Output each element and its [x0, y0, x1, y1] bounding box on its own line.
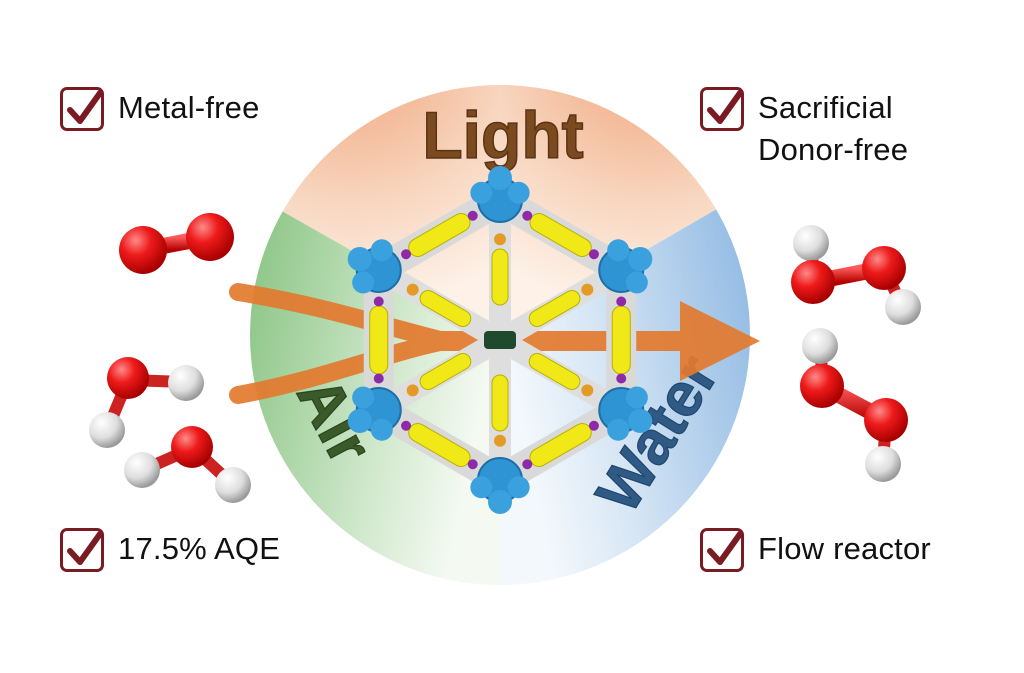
framework-atom: [373, 373, 384, 384]
framework-node-lobe: [470, 181, 493, 204]
check-label-line1: Sacrificial: [758, 90, 893, 125]
check-item-donor-free: Sacrificial Donor-free: [700, 87, 908, 171]
h2o-molecule-icon: [124, 426, 251, 503]
framework-atom: [406, 283, 419, 296]
framework-linker: [528, 353, 581, 390]
check-item-flow-reactor: Flow reactor: [700, 528, 931, 572]
framework-node-lobe: [488, 166, 512, 190]
framework-atom: [401, 249, 412, 260]
framework-atom: [588, 420, 599, 431]
h2o2-molecule-icon: [800, 328, 908, 482]
framework-atom: [373, 296, 384, 307]
framework-atom: [581, 384, 594, 397]
framework-node-lobe: [628, 409, 653, 433]
framework-linker: [419, 353, 472, 390]
framework-node-lobe: [370, 418, 393, 441]
framework-node-lobe: [507, 181, 530, 204]
cof-framework-icon: [347, 166, 653, 514]
checkbox-checked-icon: [700, 87, 744, 131]
framework-atom: [581, 283, 594, 296]
framework-linker: [491, 374, 509, 432]
framework-linker: [528, 290, 581, 327]
check-item-aqe: 17.5% AQE: [60, 528, 280, 572]
framework-node-lobe: [370, 239, 393, 262]
framework-atom: [406, 384, 419, 397]
framework-atom: [467, 210, 478, 221]
framework-atom: [494, 233, 506, 246]
lower-incoming-arrow: [229, 333, 449, 404]
framework-atom: [522, 459, 533, 470]
framework-node-lobe: [347, 247, 372, 271]
check-label: Metal-free: [118, 90, 260, 125]
framework-node-lobe: [507, 476, 530, 499]
checkbox-checked-icon: [60, 87, 104, 131]
light-label: Light: [422, 98, 583, 172]
o2-molecule-icon: [119, 213, 234, 274]
framework-node-lobe: [347, 409, 372, 433]
checkbox-checked-icon: [700, 528, 744, 572]
framework-node-lobe: [352, 386, 375, 409]
framework-linker: [369, 305, 389, 375]
framework-linker: [491, 248, 509, 306]
framework-node-lobe: [607, 418, 630, 441]
framework-node-lobe: [470, 476, 493, 499]
check-item-metal-free: Metal-free: [60, 87, 260, 131]
framework-node-lobe: [625, 271, 648, 294]
check-label: Sacrificial Donor-free: [758, 87, 908, 171]
framework-node-lobe: [628, 247, 653, 271]
upper-incoming-arrow: [229, 283, 449, 349]
framework-node-lobe: [607, 239, 630, 262]
framework-node-lobe: [625, 386, 648, 409]
framework-node-lobe: [352, 271, 375, 294]
framework-atom: [494, 434, 506, 447]
framework-node-lobe: [488, 490, 512, 514]
h2o2-molecule-icon: [791, 225, 921, 325]
framework-atom: [401, 420, 412, 431]
framework-atom: [588, 249, 599, 260]
check-label: 17.5% AQE: [118, 531, 281, 566]
checkbox-checked-icon: [60, 528, 104, 572]
h2o-molecule-icon: [89, 357, 204, 448]
framework-atom: [616, 373, 627, 384]
framework-linker: [419, 290, 472, 327]
check-label: Flow reactor: [758, 531, 931, 566]
framework-atom: [616, 296, 627, 307]
framework-atom: [522, 210, 533, 221]
framework-atom: [467, 459, 478, 470]
framework-linker: [611, 305, 631, 375]
framework-center: [484, 331, 516, 349]
check-label-line2: Donor-free: [758, 132, 909, 167]
